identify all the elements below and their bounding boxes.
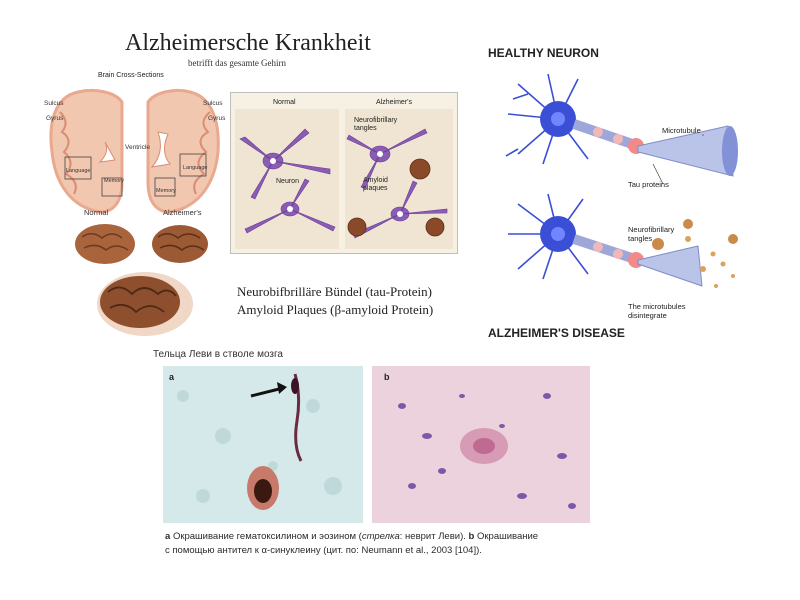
micrograph-b-label: b (384, 372, 390, 382)
caption-marker-a: a (165, 531, 170, 542)
neuron-comparison-illustration (235, 109, 453, 249)
brain-models-illustration (60, 222, 230, 340)
brain-cross-sections: Brain Cross-Sections Sulcus Gyrus Sulcus… (40, 72, 230, 222)
brain-cross-section-illustration (40, 82, 230, 222)
neuron-label: Neuron (276, 178, 299, 185)
panel-normal-label: Normal (273, 99, 296, 106)
caption-text-a2: : неврит Леви). (400, 531, 466, 542)
lewy-caption-line1: a Окрашивание гематоксилином и эозином (… (165, 531, 538, 542)
ventricle-label: Ventricle (125, 144, 150, 151)
sulcus-label-right: Sulcus (203, 100, 223, 107)
memory-label-left: Memory (104, 178, 124, 184)
sulcus-label-left: Sulcus (44, 100, 64, 107)
micrograph-b-illustration (372, 366, 590, 523)
caption-marker-b: b (469, 531, 475, 542)
neuron-diagram-illustration (488, 64, 758, 324)
language-label-left: Language (66, 168, 90, 174)
tangles-label: Neurofibrillary tangles (354, 117, 414, 133)
tau-proteins-label: Tau proteins (628, 180, 669, 189)
micrograph-a-label: a (169, 372, 174, 382)
tangles-diagram-label: Neurofibrillary tangles (628, 225, 690, 243)
normal-label: Normal (84, 208, 108, 217)
caption-text-b: Окрашивание (477, 531, 538, 542)
page-subtitle: betrifft das gesamte Gehirn (188, 58, 286, 68)
gyrus-label-right: Gyrus (208, 115, 225, 122)
caption-arrow-italic: стрелка (362, 531, 400, 542)
plaques-label: Amyloid plaques (363, 177, 403, 193)
micrograph-a-illustration (163, 366, 363, 523)
caption-text-a1: Окрашивание гематоксилином и эозином ( (173, 531, 362, 542)
disintegrate-label: The microtubules disintegrate (628, 302, 710, 320)
healthy-neuron-title: HEALTHY NEURON (488, 46, 599, 60)
microtubule-label: Microtubule (662, 126, 701, 135)
panel-alzheimers-label: Alzheimer's (376, 99, 412, 106)
lewy-title: Тельца Леви в стволе мозга (153, 349, 283, 360)
memory-label-right: Memory (156, 188, 176, 194)
micrograph-a: a (163, 366, 363, 523)
language-label-right: Language (183, 165, 207, 171)
caption-amyloid: Amyloid Plaques (β-amyloid Protein) (237, 302, 433, 318)
brain-section-title: Brain Cross-Sections (98, 72, 164, 79)
alzheimers-label: Alzheimer's (163, 208, 202, 217)
neuron-comparison-panel: Normal Alzheimer's Neuron Neurofibrillar… (230, 92, 458, 254)
caption-tau: Neurobifbrilläre Bündel (tau-Protein) (237, 284, 432, 300)
gyrus-label-left: Gyrus (46, 115, 63, 122)
micrograph-b: b (372, 366, 590, 523)
lewy-caption-line2: с помощью антител к α-синуклеину (цит. п… (165, 545, 482, 556)
alzheimers-disease-title: ALZHEIMER'S DISEASE (488, 326, 625, 340)
page-title: Alzheimersche Krankheit (125, 30, 371, 57)
